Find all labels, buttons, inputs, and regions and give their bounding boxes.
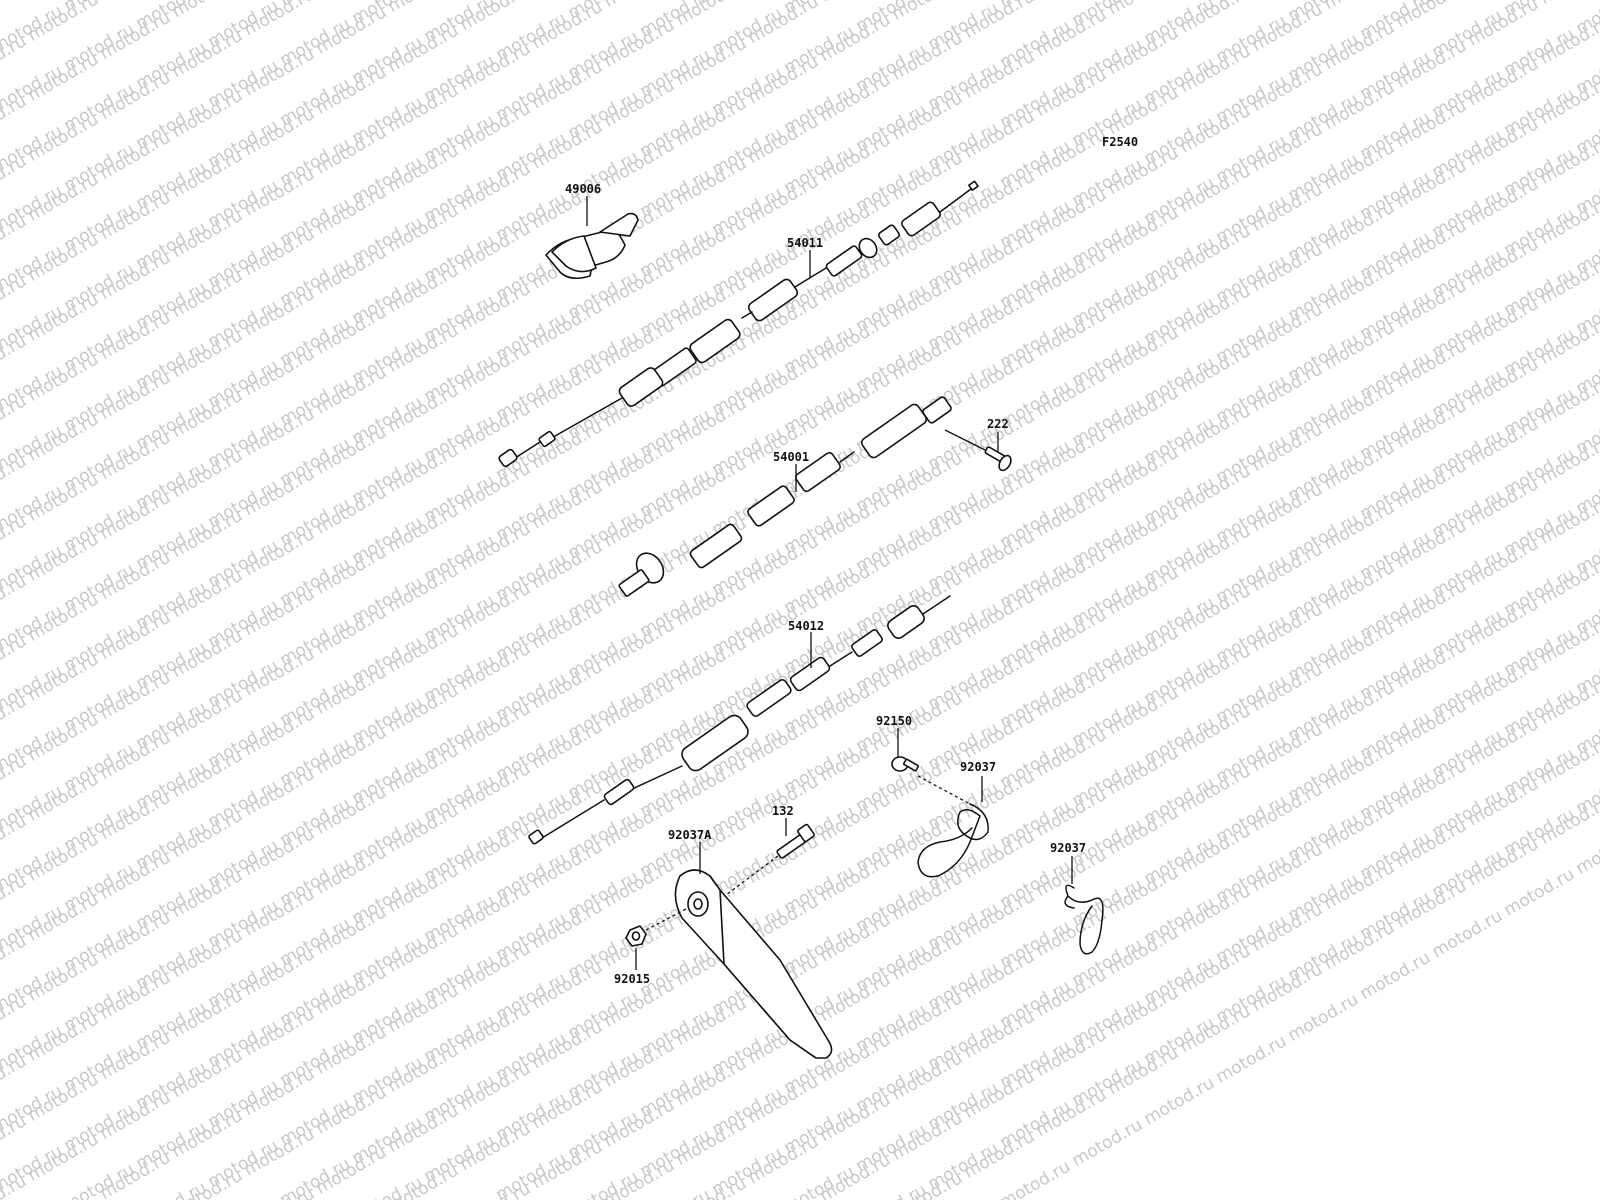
part-92037A-bracket[interactable] bbox=[674, 842, 833, 1059]
label-49006: 49006 bbox=[565, 182, 601, 196]
part-222-screw[interactable] bbox=[984, 432, 1014, 472]
part-92037-clamp-lower[interactable] bbox=[1064, 856, 1104, 955]
part-92150-bolt[interactable] bbox=[891, 728, 971, 805]
label-92037A: 92037A bbox=[668, 828, 712, 842]
label-92015: 92015 bbox=[614, 972, 650, 986]
label-132: 132 bbox=[772, 804, 794, 818]
part-54012-choke-cable[interactable] bbox=[528, 595, 951, 845]
part-92037-clamp-upper[interactable] bbox=[917, 776, 989, 878]
diagram-code: F2540 bbox=[1102, 135, 1138, 149]
part-54001-speedometer-cable[interactable] bbox=[618, 396, 986, 597]
label-54012: 54012 bbox=[788, 619, 824, 633]
label-54011: 54011 bbox=[787, 236, 823, 250]
label-92037-upper: 92037 bbox=[960, 760, 996, 774]
part-92015-nut[interactable] bbox=[625, 907, 689, 970]
label-92150: 92150 bbox=[876, 714, 912, 728]
label-92037-lower: 92037 bbox=[1050, 841, 1086, 855]
label-222: 222 bbox=[987, 417, 1009, 431]
part-54011-throttle-cable[interactable] bbox=[498, 180, 979, 468]
label-54001: 54001 bbox=[773, 450, 809, 464]
part-49006-grip[interactable] bbox=[545, 196, 639, 280]
part-132-bolt[interactable] bbox=[721, 818, 815, 899]
